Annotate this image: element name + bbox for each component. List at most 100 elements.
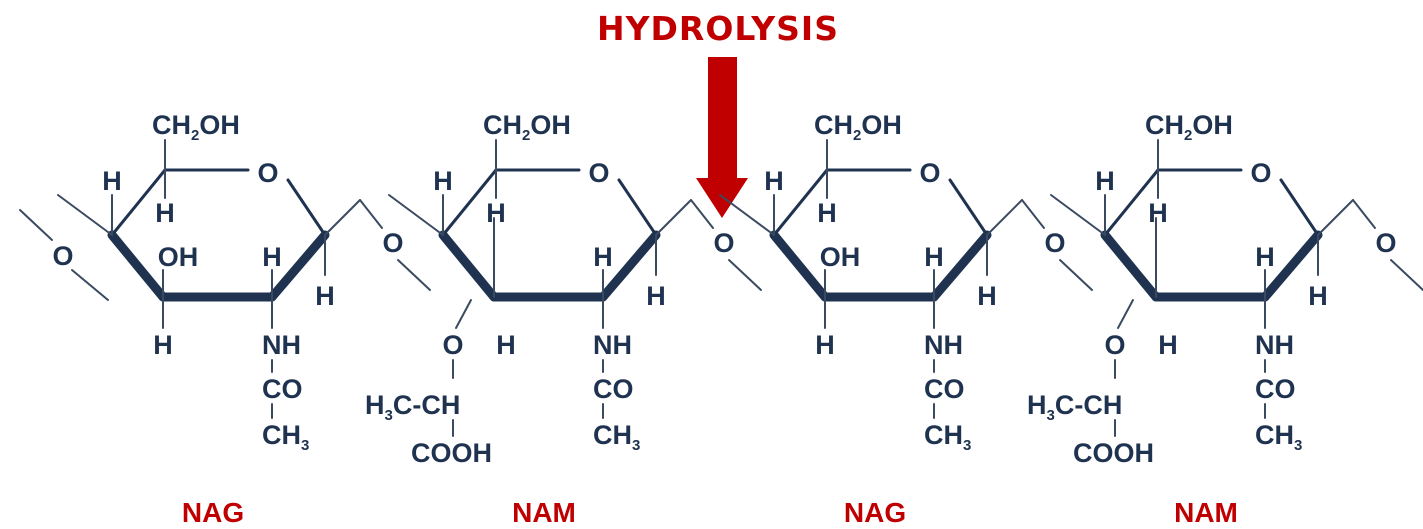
ring-bond-front [1260,230,1323,302]
ring-bond-front [107,230,168,302]
unit-label-nag: NAG [182,497,244,528]
ring-bond-front [929,230,992,302]
ch3-group: CH3 [924,420,971,454]
glycosidic-bond [324,199,361,236]
hydrogen: H [1095,166,1115,196]
hydrogen: H [1148,198,1168,228]
link-oxygen: O [713,228,734,258]
nh-group: NH [924,330,963,360]
ch2oh-group: CH2OH [152,110,240,144]
link-oxygen: O [52,241,73,271]
ch3-group: CH3 [262,420,309,454]
ring-bond [617,178,658,237]
glycosidic-bond [1390,259,1423,291]
ring-bond [772,168,829,237]
co-group: CO [924,374,965,404]
co-group: CO [1255,374,1296,404]
ring-bond [1279,178,1320,237]
ring-bond [1103,168,1160,237]
ch2oh-group: CH2OH [1145,110,1233,144]
co-group: CO [262,374,303,404]
bond [1117,299,1134,329]
ring-bond [441,168,498,237]
nh-group: NH [1255,330,1294,360]
hydrogen: H [153,330,173,360]
ring-bond-front [598,230,661,302]
glycosidic-bond [71,269,109,301]
hydrogen: H [102,166,122,196]
hydrolysis-title: HYDROLYSIS [597,9,839,48]
hydrolysis-arrow [696,57,748,218]
hydrogen: H [496,330,516,360]
hydrogen: H [486,198,506,228]
glycosidic-bond [1352,199,1376,229]
link-oxygen: O [1044,228,1065,258]
sugar-unit-nam: O CH2OH H H H H NH CO CH3 O H H3C-CH COOH O NAM [1027,110,1423,528]
ring-bond [286,178,327,237]
ring-oxygen: O [919,158,940,188]
glycosidic-bond [1059,259,1093,291]
glycosidic-bond [655,199,692,236]
unit-label-nam: NAM [512,497,576,528]
carboxyl-group: COOH [1073,438,1154,468]
ring-bond-front [769,230,830,302]
ch2oh-group: CH2OH [814,110,902,144]
nh-group: NH [262,330,301,360]
glycosidic-bond [57,194,113,236]
hydrogen: H [1158,330,1178,360]
link-oxygen: O [1375,228,1396,258]
ether-oxygen: O [1104,330,1125,360]
glycosidic-bond [690,199,714,229]
glycosidic-bond [388,194,444,236]
bond [455,299,472,329]
hydrogen: H [262,242,282,272]
hydroxyl: OH [820,242,861,272]
glycosidic-bond [1021,199,1045,229]
ring-oxygen: O [1250,158,1271,188]
sugar-unit-nam: O CH2OH H H H H NH CO CH3 O H H3C-CH COOH O NAM [365,110,762,528]
unit-label-nam: NAM [1174,497,1238,528]
ch3-group: CH3 [1255,420,1302,454]
ring-bond-front [267,230,330,302]
lactyl-group: H3C-CH [1027,390,1122,424]
glycosidic-bond [397,259,431,291]
glycosidic-bond [1317,199,1354,236]
hydrogen: H [817,198,837,228]
glycosidic-bond [986,199,1023,236]
carboxyl-group: COOH [411,438,492,468]
hydrogen: H [1255,242,1275,272]
ring-bond [110,168,167,237]
ring-bond [948,178,989,237]
glycosidic-bond [1050,194,1106,236]
lactyl-group: H3C-CH [365,390,460,424]
hydrogen: H [764,166,784,196]
glycosidic-bond [719,194,775,236]
ether-oxygen: O [442,330,463,360]
nh-group: NH [593,330,632,360]
ring-oxygen: O [588,158,609,188]
hydrogen: H [155,198,175,228]
hydrogen: H [1308,281,1328,311]
ring-bond-front [1100,230,1161,302]
hydrogen: H [646,281,666,311]
ch3-group: CH3 [593,420,640,454]
link-oxygen: O [382,228,403,258]
ch2oh-group: CH2OH [483,110,571,144]
hydroxyl: OH [158,242,199,272]
glycosidic-bond [359,199,383,229]
ring-bond-front [438,230,499,302]
hydrogen: H [977,281,997,311]
sugar-unit-nag: O CH2OH H H H H NH CO CH3 OH H O NAG [719,110,1093,528]
ring-oxygen: O [257,158,278,188]
hydrogen: H [433,166,453,196]
hydrogen: H [924,242,944,272]
hydrogen: H [815,330,835,360]
chain-end-bond [19,209,53,241]
co-group: CO [593,374,634,404]
hydrogen: H [315,281,335,311]
sugar-unit-nag: O CH2OH H H H H NH CO CH3 O OH H O NAG [19,110,431,528]
unit-label-nag: NAG [844,497,906,528]
hydrogen: H [593,242,613,272]
